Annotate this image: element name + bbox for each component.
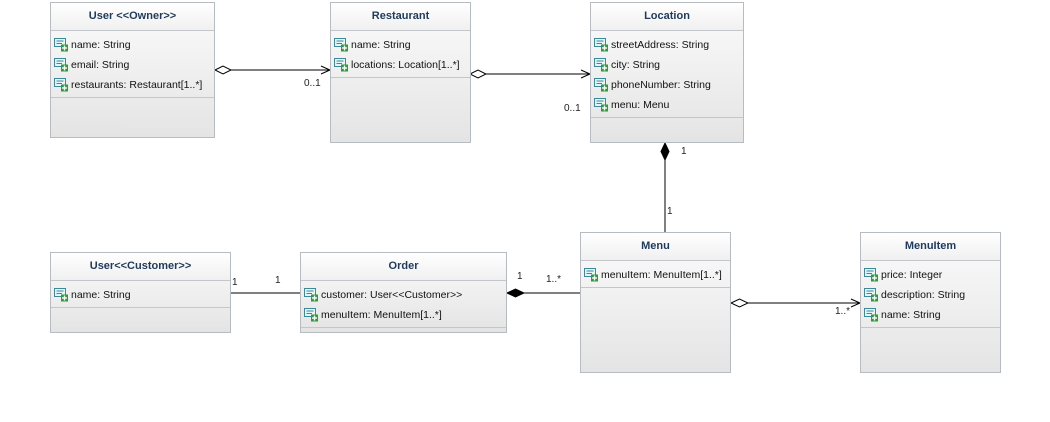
multiplicity-label: 1 (681, 146, 687, 157)
multiplicity-label: 1 (275, 275, 281, 286)
attribute-list: customer: User<<Customer>> menuItem: Menu… (301, 281, 506, 328)
attribute-list: name: String (51, 281, 230, 308)
attribute-list: price: Integer description: String name: S… (861, 261, 1000, 328)
aggregation-diamond-icon (213, 65, 233, 75)
aggregation-diamond-icon (468, 69, 488, 79)
class-restaurant[interactable]: Restaurant name: String locations: Locati… (330, 2, 471, 143)
attribute-public-icon (594, 38, 609, 52)
class-user-owner[interactable]: User <<Owner>> name: String email: String… (50, 2, 215, 138)
composition-diamond-icon (505, 288, 526, 298)
attribute-text: customer: User<<Customer>> (321, 289, 463, 301)
attribute-public-icon (54, 38, 69, 52)
class-title: User <<Owner>> (51, 3, 214, 31)
attribute-row[interactable]: email: String (51, 55, 214, 75)
aggregation-diamond-icon (729, 298, 750, 308)
attribute-row[interactable]: name: String (861, 305, 1000, 325)
class-title: Location (591, 3, 743, 31)
attribute-row[interactable]: menuItem: MenuItem[1..*] (581, 265, 730, 285)
attribute-text: price: Integer (881, 269, 943, 281)
attribute-public-icon (594, 98, 609, 112)
attribute-public-icon (864, 308, 879, 322)
class-title: Order (301, 253, 506, 281)
attribute-public-icon (864, 268, 879, 282)
attribute-row[interactable]: phoneNumber: String (591, 75, 743, 95)
attribute-row[interactable]: price: Integer (861, 265, 1000, 285)
attribute-public-icon (304, 308, 319, 322)
class-title: Menu (581, 233, 730, 261)
multiplicity-label: 1..* (835, 306, 851, 317)
attribute-list: streetAddress: String city: String phoneNu… (591, 31, 743, 118)
attribute-row[interactable]: locations: Location[1..*] (331, 55, 470, 75)
attribute-row[interactable]: name: String (51, 285, 230, 305)
class-menuitem[interactable]: MenuItem price: Integer description: Stri… (860, 232, 1001, 373)
attribute-public-icon (584, 268, 599, 282)
class-location[interactable]: Location streetAddress: String city: Stri… (590, 2, 744, 143)
class-title: MenuItem (861, 233, 1000, 261)
attribute-text: name: String (881, 309, 941, 321)
attribute-public-icon (54, 78, 69, 92)
attribute-row[interactable]: customer: User<<Customer>> (301, 285, 506, 305)
multiplicity-label: 1..* (546, 274, 562, 285)
class-menu[interactable]: Menu menuItem: MenuItem[1..*] (580, 232, 731, 373)
attribute-text: city: String (611, 59, 661, 71)
attribute-row[interactable]: name: String (331, 35, 470, 55)
attribute-public-icon (304, 288, 319, 302)
attribute-text: name: String (71, 39, 131, 51)
composition-diamond-icon (660, 141, 670, 162)
attribute-text: email: String (71, 59, 130, 71)
attribute-text: description: String (881, 289, 966, 301)
attribute-row[interactable]: restaurants: Restaurant[1..*] (51, 75, 214, 95)
multiplicity-label: 0..1 (564, 103, 581, 114)
attribute-text: restaurants: Restaurant[1..*] (71, 79, 203, 91)
class-title: User<<Customer>> (51, 253, 230, 281)
attribute-text: phoneNumber: String (611, 79, 711, 91)
attribute-public-icon (594, 78, 609, 92)
attribute-public-icon (594, 58, 609, 72)
multiplicity-label: 1 (517, 271, 523, 282)
multiplicity-label: 1 (667, 206, 673, 217)
attribute-text: menuItem: MenuItem[1..*] (601, 269, 722, 281)
attribute-text: locations: Location[1..*] (351, 59, 460, 71)
attribute-text: name: String (351, 39, 411, 51)
attribute-row[interactable]: description: String (861, 285, 1000, 305)
attribute-row[interactable]: streetAddress: String (591, 35, 743, 55)
attribute-public-icon (54, 58, 69, 72)
class-title: Restaurant (331, 3, 470, 31)
attribute-list: name: String locations: Location[1..*] (331, 31, 470, 78)
attribute-text: streetAddress: String (611, 39, 710, 51)
attribute-text: name: String (71, 289, 131, 301)
multiplicity-label: 0..1 (304, 78, 321, 89)
attribute-public-icon (334, 38, 349, 52)
attribute-public-icon (54, 288, 69, 302)
attribute-row[interactable]: name: String (51, 35, 214, 55)
multiplicity-label: 1 (232, 277, 238, 288)
attribute-public-icon (864, 288, 879, 302)
attribute-text: menuItem: MenuItem[1..*] (321, 309, 442, 321)
attribute-row[interactable]: menu: Menu (591, 95, 743, 115)
class-user-customer[interactable]: User<<Customer>> name: String (50, 252, 231, 333)
attribute-public-icon (334, 58, 349, 72)
attribute-list: menuItem: MenuItem[1..*] (581, 261, 730, 288)
attribute-list: name: String email: String restaurants: Re… (51, 31, 214, 98)
class-order[interactable]: Order customer: User<<Customer>> menuItem… (300, 252, 507, 333)
attribute-row[interactable]: menuItem: MenuItem[1..*] (301, 305, 506, 325)
attribute-text: menu: Menu (611, 99, 670, 111)
attribute-row[interactable]: city: String (591, 55, 743, 75)
